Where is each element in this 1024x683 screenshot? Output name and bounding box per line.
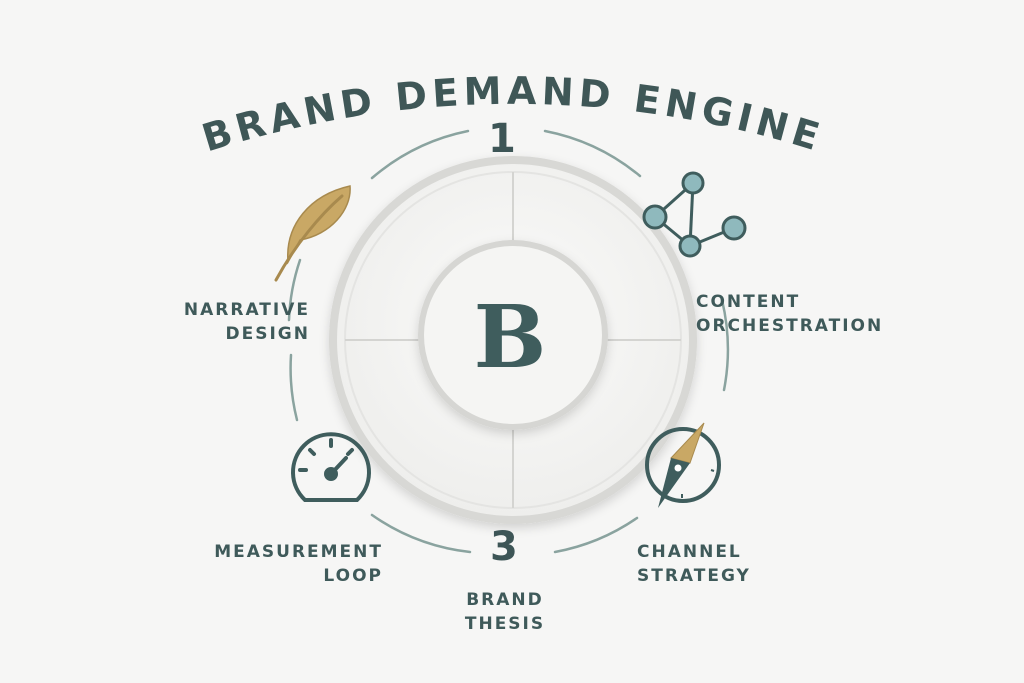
label-narrative-design: NARRATIVE DESIGN — [180, 298, 310, 346]
stage-number-3: 3 — [490, 524, 518, 570]
label-line: ORCHESTRATION — [696, 316, 884, 336]
label-line: STRATEGY — [637, 566, 751, 586]
label-measurement-loop: MEASUREMENT LOOP — [190, 540, 383, 588]
center-hub[interactable] — [418, 240, 608, 430]
stage-number-1: 1 — [488, 116, 516, 162]
feather-icon — [274, 185, 351, 282]
label-line: LOOP — [323, 566, 383, 586]
label-line: CONTENT — [696, 292, 801, 312]
label-line: NARRATIVE — [183, 300, 310, 320]
label-line: MEASUREMENT — [214, 542, 383, 562]
quadrant-dividers — [345, 172, 681, 508]
compass-icon — [645, 422, 721, 508]
label-channel-strategy: CHANNEL STRATEGY — [637, 540, 751, 588]
outer-ring — [287, 129, 730, 554]
label-brand-thesis: BRAND THESIS — [440, 588, 570, 636]
label-content-orchestration: CONTENT ORCHESTRATION — [696, 290, 883, 338]
label-line: DESIGN — [225, 324, 310, 344]
center-letter: B — [474, 287, 547, 388]
network-icon — [642, 171, 747, 258]
gauge-icon — [291, 432, 371, 502]
label-line: THESIS — [464, 614, 546, 634]
label-line: BRAND — [466, 590, 544, 610]
label-line: CHANNEL — [637, 542, 742, 562]
